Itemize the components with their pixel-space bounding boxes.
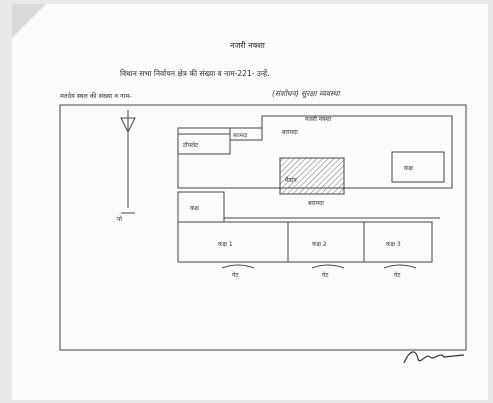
small-room xyxy=(229,127,263,141)
center-field-label: मैदान xyxy=(285,176,297,184)
room-label-2: कक्ष 2 xyxy=(312,241,327,248)
left-room xyxy=(177,191,225,223)
room-row xyxy=(177,221,433,263)
door-arc-1 xyxy=(221,264,255,269)
room-label-3: कक्ष 3 xyxy=(386,241,401,248)
door-label-3: गेट xyxy=(394,271,401,279)
small-room-label: बरामदा xyxy=(233,133,248,139)
corridor-label: बरामदा xyxy=(308,200,324,207)
toilet-label: टॉयलेट xyxy=(183,141,199,149)
pole-label: पो xyxy=(117,215,122,223)
pole-marker xyxy=(120,110,136,214)
door-label-1: गेट xyxy=(232,271,239,279)
outer-frame xyxy=(59,104,467,351)
assembly-constituency-line: विधान सभा निर्वाचन क्षेत्र की संख्या व न… xyxy=(120,69,270,78)
polling-station-line: मतदेय स्थल की संख्या व नाम- xyxy=(60,92,132,100)
verandah-top-label: बरामदा xyxy=(282,129,298,136)
room-label-1: कक्ष 1 xyxy=(218,241,233,248)
document-title: नजरी नक्शा xyxy=(230,41,265,50)
toilet-block xyxy=(177,133,231,155)
page-corner-fold xyxy=(12,4,46,38)
center-field xyxy=(279,157,345,195)
document-page xyxy=(12,4,488,400)
handwritten-station-name: (संशोधन) सुरक्षा व्यवस्था xyxy=(272,89,340,98)
right-room-label: कक्ष xyxy=(404,165,414,172)
door-arc-2 xyxy=(311,264,345,269)
right-room xyxy=(391,151,445,183)
door-label-2: गेट xyxy=(322,271,329,279)
left-room-label: कक्ष xyxy=(190,205,200,212)
signature xyxy=(403,351,465,364)
sketch-top-label: नजरी नक्शा xyxy=(305,115,332,123)
door-arc-3 xyxy=(383,264,417,269)
